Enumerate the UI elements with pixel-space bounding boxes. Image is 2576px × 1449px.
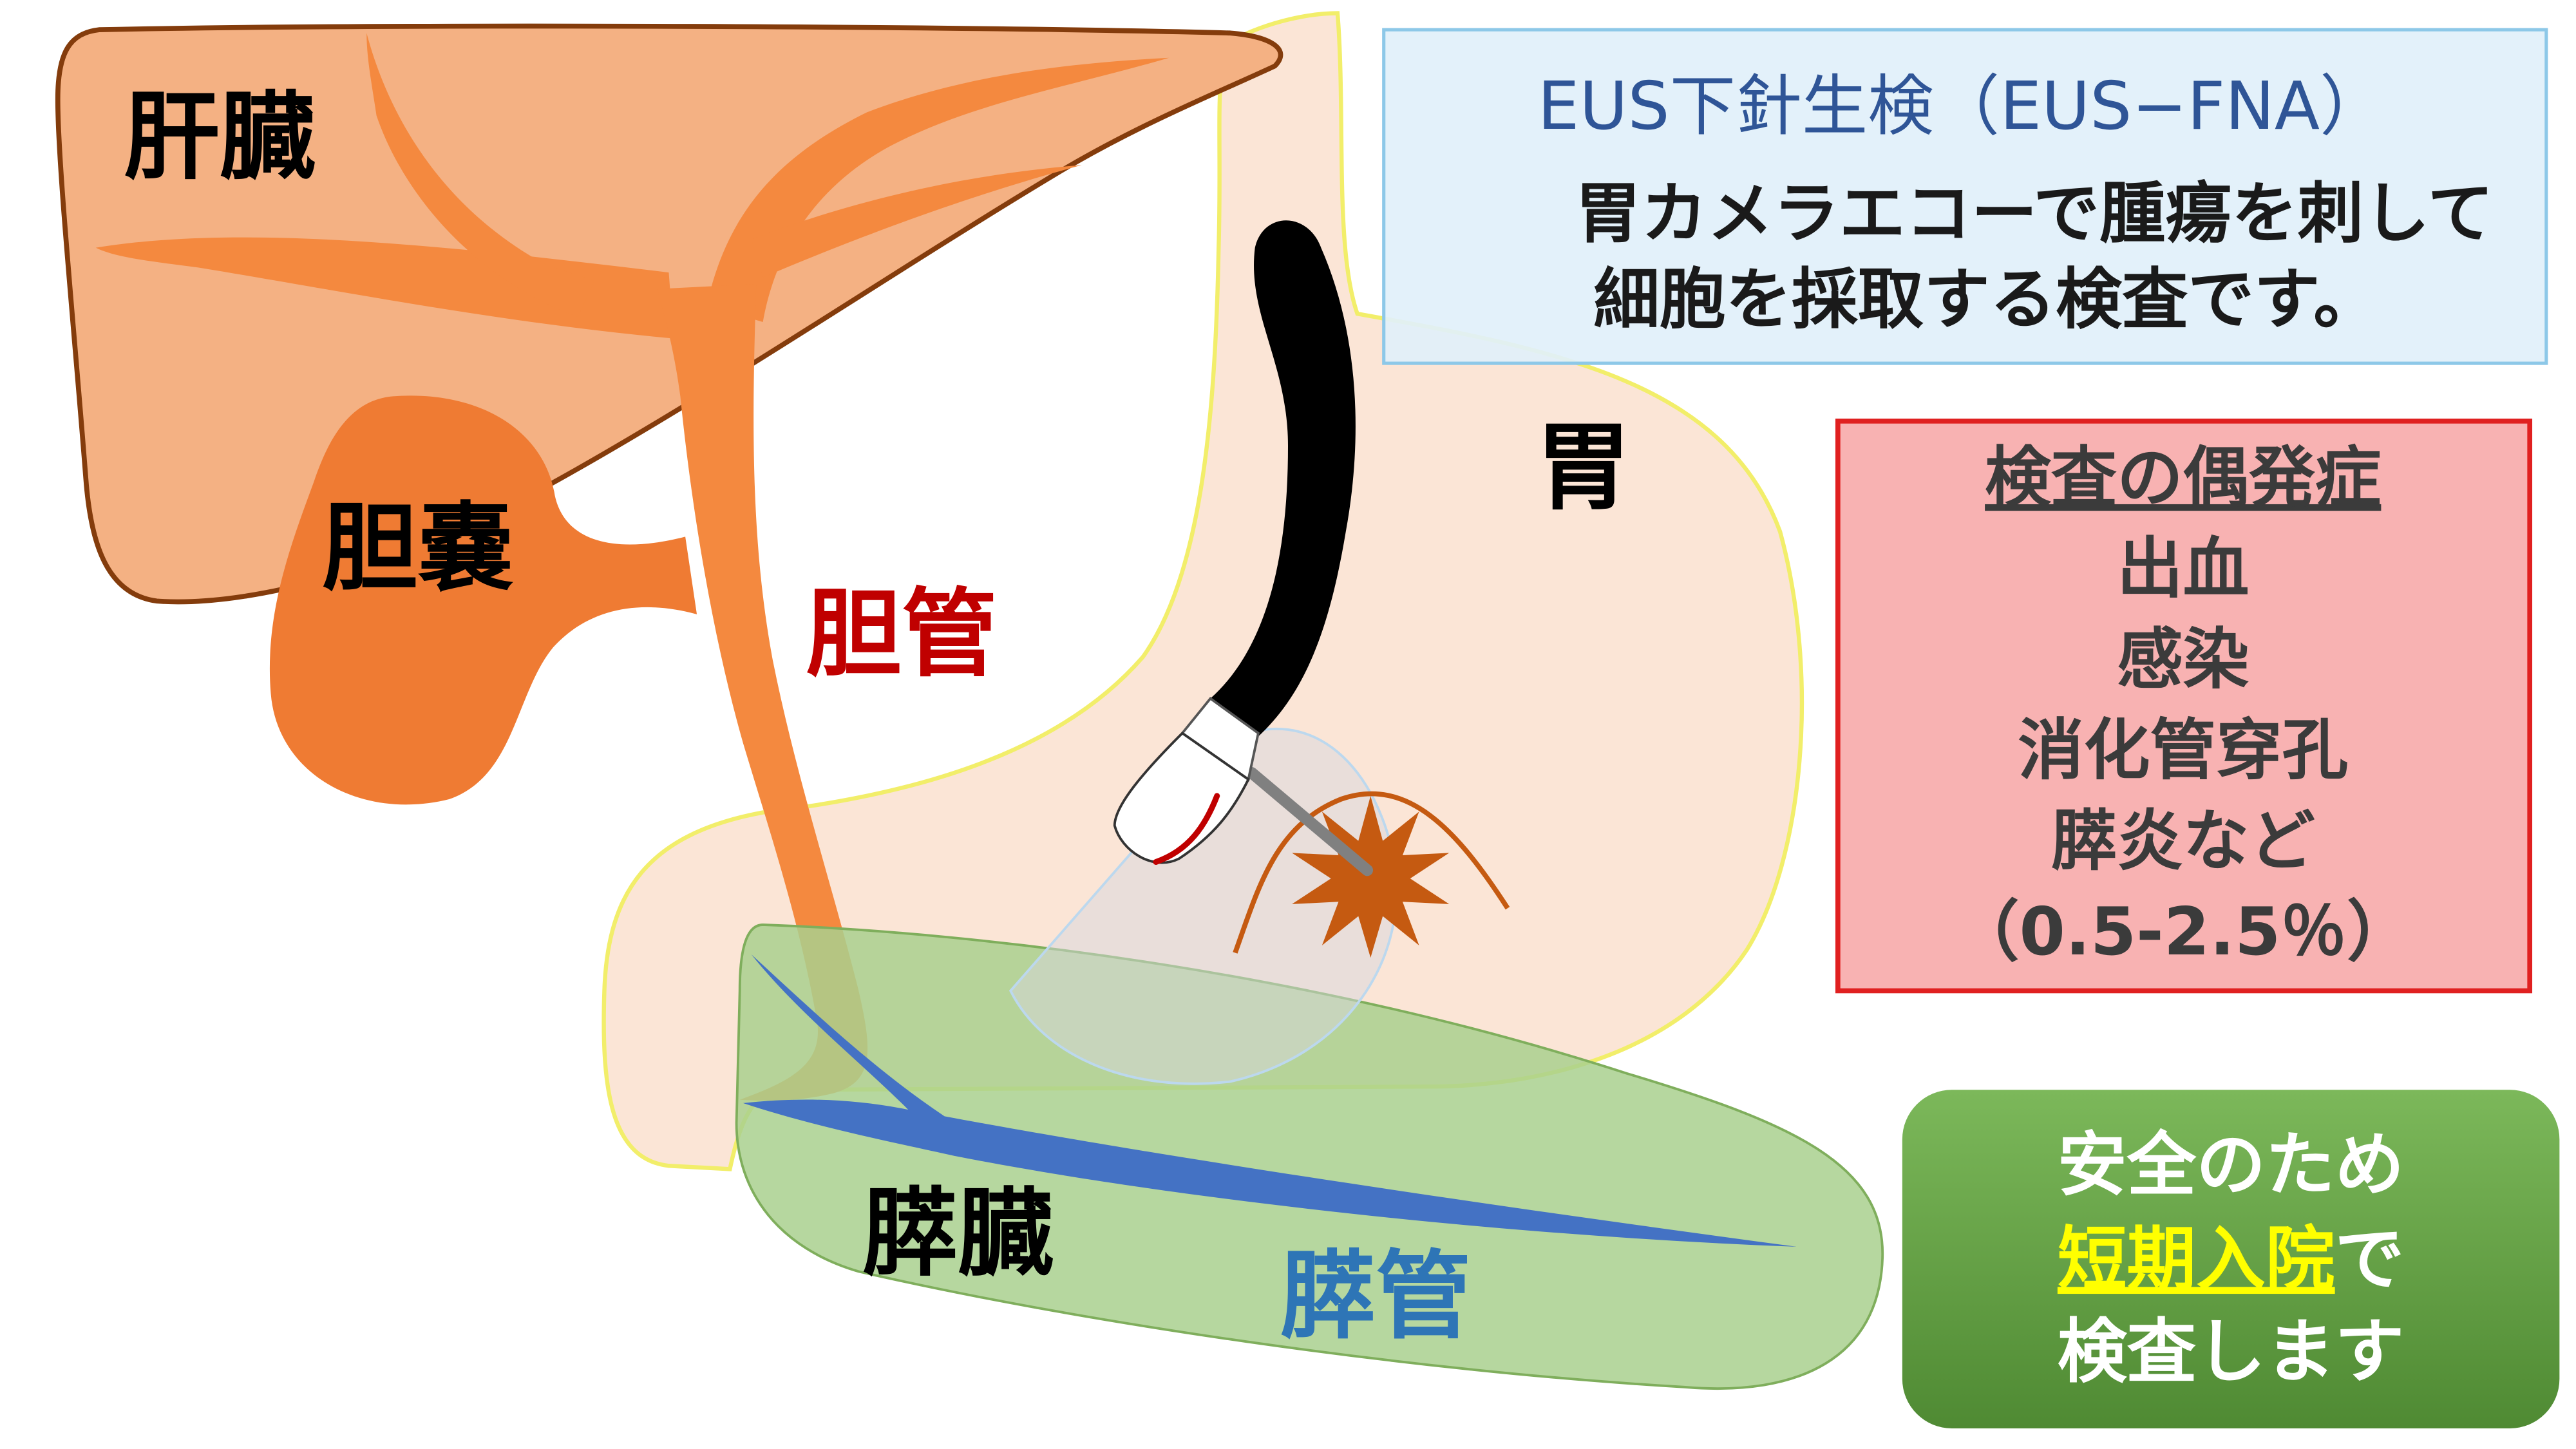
vessel-curve [1233, 791, 1510, 954]
notice-box-frame [1902, 1090, 2560, 1428]
stomach-label: 胃 [1536, 412, 1632, 524]
endoscope-shaft [1210, 220, 1356, 737]
common-bile-duct [657, 284, 868, 1101]
echo-probe-arc [1153, 793, 1220, 865]
notice-line2: 短期入院で [2058, 1219, 2404, 1300]
info-box-title: EUS下針生検（EUS−FNA） [1538, 68, 2386, 145]
bile-duct-branch-top [366, 33, 595, 317]
notice-line1: 安全のため [2058, 1125, 2404, 1206]
pancreatic-duct-shape [743, 954, 1797, 1247]
gallbladder-shape [269, 395, 697, 805]
info-box-line2: 細胞を採取する検査です。 [1593, 261, 2379, 338]
notice-box: 安全のため 短期入院で 検査します [1902, 1090, 2560, 1428]
tumor-icon [1292, 795, 1450, 958]
info-box-frame [1382, 28, 2548, 365]
endoscope-tip [1113, 731, 1250, 864]
liver-label: 肝臓 [124, 82, 315, 193]
complication-rate: （0.5-2.5％） [1953, 894, 2413, 971]
bile-duct-label: 胆管 [806, 579, 997, 690]
complication-item: 感染 [2117, 621, 2249, 698]
biopsy-needle [1245, 767, 1374, 876]
complications-box-frame [1835, 419, 2533, 994]
info-box-line1: 胃カメラエコーで腫瘍を刺して [1575, 176, 2494, 252]
notice-highlight: 短期入院 [2058, 1219, 2335, 1300]
bile-duct-tree [95, 33, 1170, 1101]
complication-item: 消化管穿孔 [2018, 712, 2348, 789]
complication-item: 出血 [2117, 531, 2249, 607]
complications-box: 検査の偶発症 出血 感染 消化管穿孔 膵炎など （0.5-2.5％） [1835, 419, 2533, 994]
complications-heading: 検査の偶発症 [1985, 440, 2381, 516]
pancreatic-duct-label: 膵管 [1280, 1241, 1471, 1352]
complication-item: 膵炎など [2051, 803, 2315, 880]
notice-line3: 検査します [2058, 1312, 2404, 1392]
bile-duct-branch-right [751, 165, 1082, 278]
info-box: EUS下針生検（EUS−FNA） 胃カメラエコーで腫瘍を刺して 細胞を採取する検… [1382, 28, 2548, 365]
gallbladder-label: 胆嚢 [322, 493, 513, 605]
pancreas-label: 膵臓 [862, 1179, 1053, 1290]
endoscope [1113, 220, 1356, 865]
notice-line2-suffix: で [2335, 1219, 2405, 1300]
